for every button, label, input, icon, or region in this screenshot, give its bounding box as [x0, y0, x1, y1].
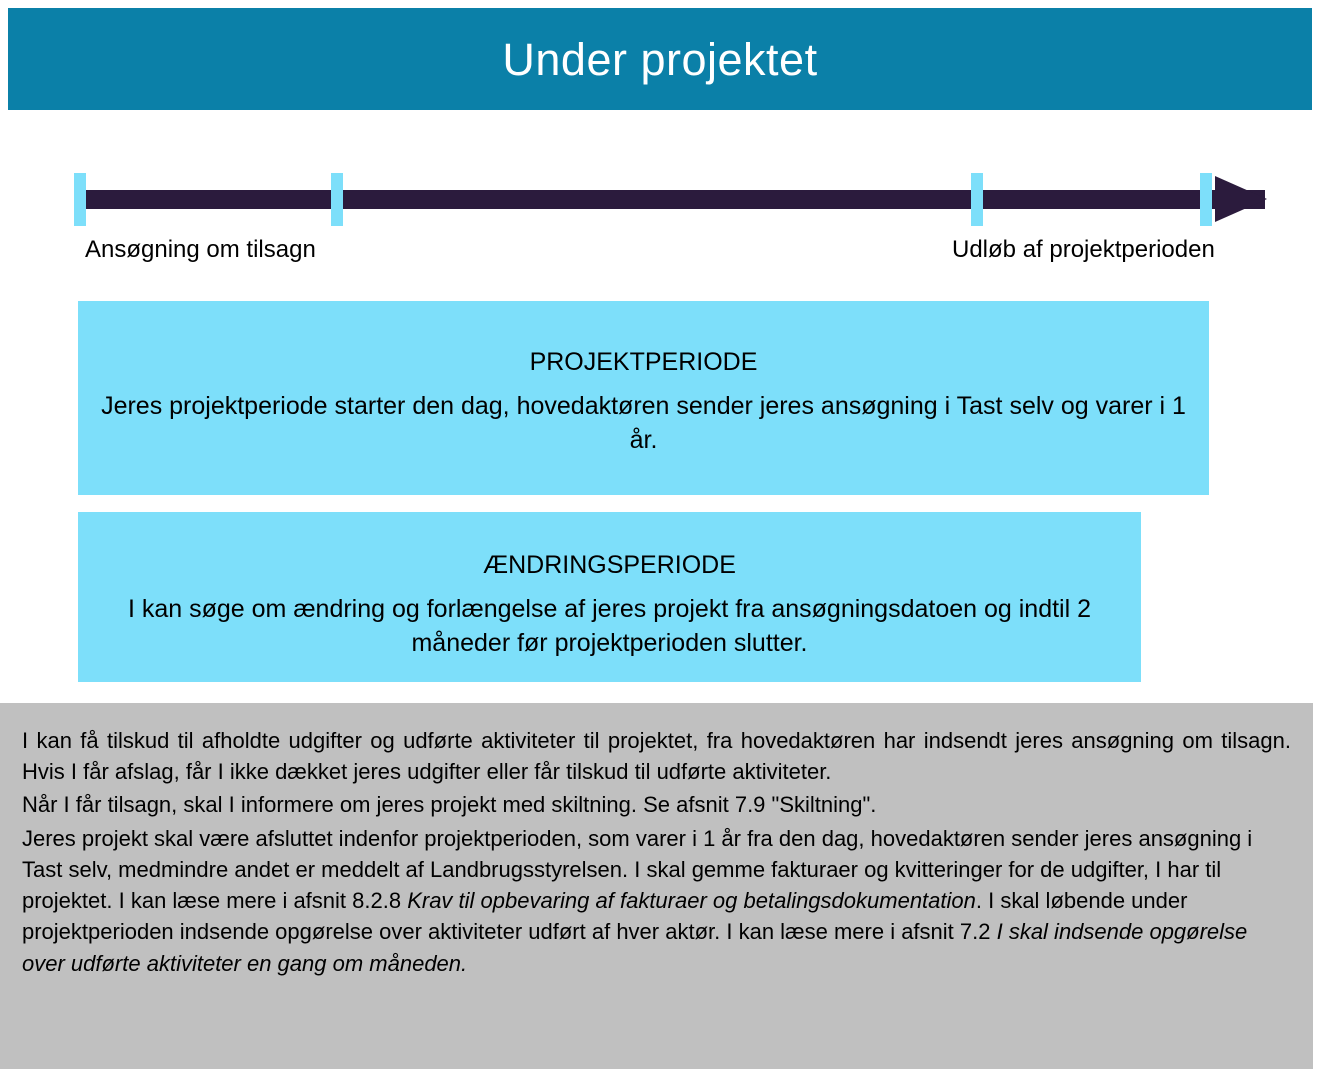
note-paragraph-1-text: I kan få tilskud til afholdte udgifter o… — [22, 728, 1291, 785]
timeline-label-end: Udløb af projektperioden — [952, 236, 1215, 263]
timeline-label-start: Ansøgning om tilsagn — [85, 236, 316, 263]
timeline: Ansøgning om tilsagn Udløb af projektper… — [0, 150, 1320, 270]
header-banner: Under projektet — [8, 8, 1312, 110]
projektperiode-heading: PROJEKTPERIODE — [529, 348, 758, 376]
timeline-tick-application — [74, 173, 86, 226]
timeline-arrow-line — [80, 190, 1265, 209]
timeline-tick-second — [331, 173, 343, 226]
timeline-tick-project-end — [971, 173, 983, 226]
timeline-tick-final — [1200, 173, 1212, 226]
note-paragraph-3-text-b: . I skal løbende under projektperioden i… — [22, 888, 1188, 945]
info-box-aendringsperiode: ÆNDRINGSPERIODE I kan søge om ændring og… — [78, 512, 1141, 682]
timeline-arrowhead-icon — [1215, 176, 1267, 222]
note-paragraph-3: Jeres projekt skal være afsluttet indenf… — [22, 823, 1291, 979]
page-title: Under projektet — [502, 33, 818, 85]
info-box-projektperiode: PROJEKTPERIODE Jeres projektperiode star… — [78, 301, 1209, 495]
projektperiode-body: Jeres projektperiode starter den dag, ho… — [101, 392, 1186, 454]
note-paragraph-2-text: Når I får tilsagn, skal I informere om j… — [22, 792, 877, 818]
note-paragraph-1: I kan få tilskud til afholdte udgifter o… — [22, 725, 1291, 787]
note-reference-7-2-title: I skal indsende opgørelse over udførte a… — [22, 919, 1248, 976]
note-paragraph-3-text-a: Jeres projekt skal være afsluttet indenf… — [22, 825, 1253, 914]
note-reference-8-2-8-title: Krav til opbevaring af fakturaer og beta… — [407, 888, 976, 914]
note-block: I kan få tilskud til afholdte udgifter o… — [0, 703, 1313, 1069]
aendringsperiode-heading: ÆNDRINGSPERIODE — [483, 551, 736, 579]
note-paragraph-2: Når I får tilsagn, skal I informere om j… — [22, 789, 1291, 820]
aendringsperiode-body: I kan søge om ændring og forlængelse af … — [127, 595, 1092, 657]
